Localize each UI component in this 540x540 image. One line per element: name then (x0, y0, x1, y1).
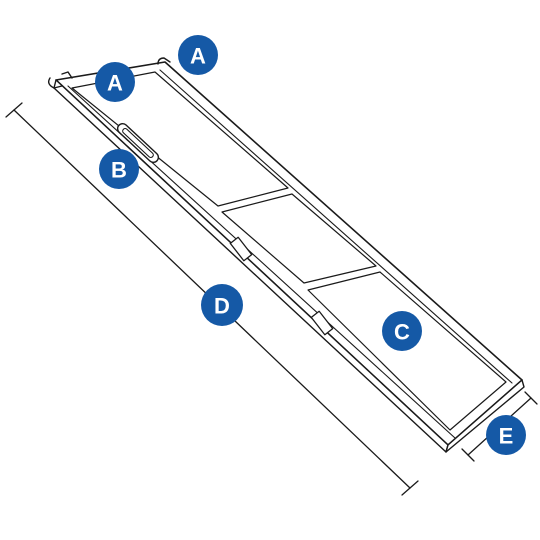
callout-b: B (99, 149, 139, 189)
badge-label: A (107, 71, 123, 96)
callout-c: C (382, 311, 422, 351)
badge-circle (201, 284, 243, 326)
callout-d: D (201, 284, 243, 326)
ramp-panels (71, 71, 507, 431)
side-handle (116, 122, 160, 164)
callout-a-right: A (178, 35, 218, 75)
badge-label: D (214, 294, 230, 319)
hinge-straps (229, 236, 334, 336)
badge-label: B (111, 158, 127, 183)
badge-circle (486, 415, 526, 455)
badge-label: E (499, 424, 514, 449)
badge-circle (178, 35, 218, 75)
badge-label: C (394, 320, 410, 345)
hook-hardware (47, 57, 171, 89)
callout-e: E (486, 415, 526, 455)
badge-circle (382, 311, 422, 351)
callout-a-left: A (95, 62, 135, 102)
badge-label: A (190, 44, 206, 69)
badge-circle (99, 149, 139, 189)
badge-circle (95, 62, 135, 102)
